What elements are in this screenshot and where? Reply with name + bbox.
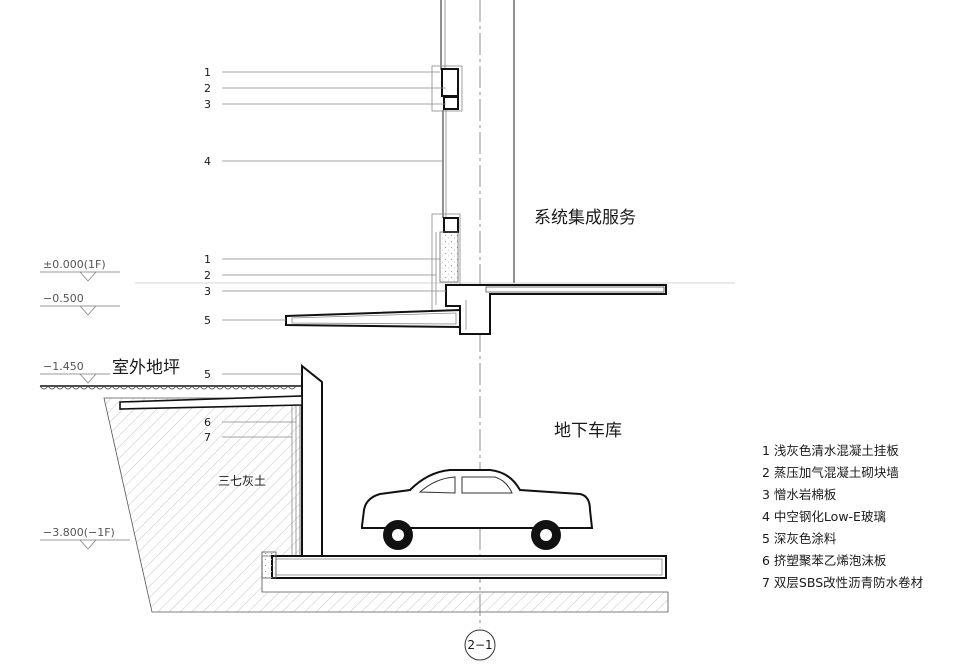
level-marker-1450: −1.450 bbox=[40, 360, 110, 384]
car-icon bbox=[361, 469, 594, 550]
callout-6: 6 bbox=[204, 416, 211, 429]
callout-3a: 3 bbox=[204, 98, 211, 111]
label-backfill: 三七灰土 bbox=[218, 474, 266, 488]
svg-text:±0.000(1F): ±0.000(1F) bbox=[43, 258, 106, 271]
legend-item-6: 6 挤塑聚苯乙烯泡沫板 bbox=[762, 553, 887, 568]
legend-item-5: 5 深灰色涂料 bbox=[762, 531, 837, 546]
aac-block-wall bbox=[439, 231, 459, 283]
callout-2b: 2 bbox=[204, 269, 211, 282]
canopy-inner bbox=[291, 312, 457, 325]
legend-item-7: 7 双层SBS改性沥青防水卷材 bbox=[762, 575, 923, 590]
slab-finish bbox=[485, 286, 665, 293]
slab-edge-detail bbox=[261, 551, 277, 579]
svg-text:−1.450: −1.450 bbox=[43, 360, 84, 373]
axis-bubble bbox=[464, 629, 496, 661]
callout-4: 4 bbox=[204, 155, 211, 168]
svg-text:−3.800(−1F): −3.800(−1F) bbox=[43, 526, 115, 539]
outdoor-slab bbox=[119, 395, 303, 410]
level-marker-0000: ±0.000(1F) bbox=[40, 258, 120, 282]
mullion-box-1 bbox=[441, 68, 459, 97]
canopy-slab bbox=[285, 308, 461, 329]
level-marker-3800: −3.800(−1F) bbox=[40, 526, 130, 550]
callout-5b: 5 bbox=[204, 368, 211, 381]
ground-floor-slab bbox=[445, 284, 667, 335]
legend-item-3: 3 憎水岩棉板 bbox=[762, 487, 837, 502]
callout-2a: 2 bbox=[204, 82, 211, 95]
callout-leaders-upper bbox=[222, 71, 446, 321]
callout-leaders-lower bbox=[222, 373, 302, 438]
label-upper-space: 系统集成服务 bbox=[534, 208, 636, 228]
callout-3b: 3 bbox=[204, 285, 211, 298]
axis-tag: 2−1 bbox=[467, 638, 492, 652]
level-marker-0500: −0.500 bbox=[40, 292, 120, 316]
callout-1b: 1 bbox=[204, 253, 211, 266]
callout-1a: 1 bbox=[204, 66, 211, 79]
label-outdoor-grade: 室外地坪 bbox=[112, 358, 180, 378]
legend-item-2: 2 蒸压加气混凝土砌块墙 bbox=[762, 465, 899, 480]
callout-5a: 5 bbox=[204, 314, 211, 327]
backfill-area bbox=[103, 397, 669, 613]
svg-text:−0.500: −0.500 bbox=[43, 292, 84, 305]
concrete-panel-top bbox=[431, 65, 463, 112]
callout-7: 7 bbox=[204, 431, 211, 444]
label-garage: 地下车库 bbox=[554, 421, 622, 441]
mullion-box-2 bbox=[443, 96, 459, 110]
material-legend: 1 浅灰色清水混凝土挂板 2 蒸压加气混凝土砌块墙 3 憎水岩棉板 4 中空钢化… bbox=[762, 443, 923, 590]
legend-item-4: 4 中空钢化Low-E玻璃 bbox=[762, 509, 886, 524]
retaining-wall bbox=[301, 363, 323, 557]
outdoor-grade bbox=[39, 385, 302, 390]
mullion-box-3 bbox=[443, 217, 459, 233]
legend-item-1: 1 浅灰色清水混凝土挂板 bbox=[762, 443, 899, 458]
